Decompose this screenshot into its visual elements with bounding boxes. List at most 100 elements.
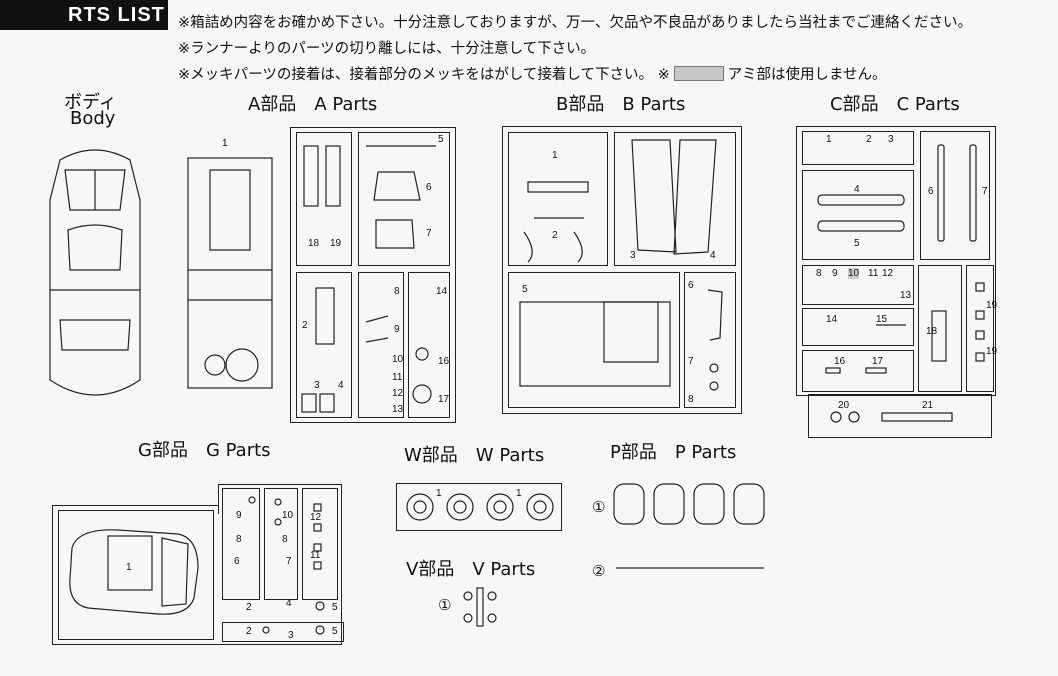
g-label-12: 12 — [310, 512, 322, 523]
g-label-4: 4 — [286, 598, 292, 609]
instructions-notes: ※箱詰め内容をお確かめ下さい。十分注意しておりますが、万一、欠品や不良品がありま… — [178, 10, 972, 88]
g-runner-col1 — [222, 488, 260, 600]
a-label-1: 1 — [222, 138, 228, 149]
parts-list-badge: RTS LIST — [0, 0, 168, 30]
c-label-2: 2 — [866, 134, 872, 145]
b-label-2: 2 — [552, 230, 558, 241]
c-label-19b: 19 — [986, 346, 998, 357]
w-label-1b: 1 — [516, 488, 522, 499]
c-label-7: 7 — [982, 186, 988, 197]
a-label-11: 11 — [392, 372, 403, 383]
a-label-18: 18 — [308, 238, 320, 249]
w-parts-title: W部品 W Parts — [404, 445, 545, 466]
a-label-12: 12 — [392, 388, 404, 399]
a-label-7: 7 — [426, 228, 432, 239]
c-label-15: 15 — [876, 314, 888, 325]
c-runner-mid — [918, 265, 962, 392]
g-label-5b: 5 — [332, 626, 338, 637]
g-label-3: 3 — [288, 630, 294, 641]
b-parts-drawing — [519, 139, 723, 391]
a-label-16: 16 — [438, 356, 450, 367]
g-parts-drawing — [69, 496, 325, 635]
c-runner-frame — [796, 126, 996, 396]
a-label-6: 6 — [426, 182, 432, 193]
note-2: ※ランナーよりのパーツの切り離しには、十分注意して下さい。 — [178, 41, 596, 57]
w-label-1a: 1 — [436, 488, 442, 499]
g-label-11: 11 — [310, 550, 321, 561]
a-label-19: 19 — [330, 238, 342, 249]
c-label-16: 16 — [834, 356, 846, 367]
g-runner-bottom — [222, 622, 344, 642]
body-title-en: Body — [70, 108, 116, 129]
c-label-21: 21 — [922, 400, 934, 411]
c-label-1: 1 — [826, 134, 832, 145]
v-label-1: ① — [438, 596, 452, 614]
g-label-2a: 2 — [246, 602, 252, 613]
g-runner-col2 — [264, 488, 298, 600]
a-runner-bottom-left — [296, 272, 352, 418]
c-runner-r5 — [802, 350, 914, 392]
c-label-13: 13 — [900, 290, 912, 301]
b-label-5: 5 — [522, 284, 528, 295]
w-runner-frame — [396, 483, 562, 531]
c-label-4: 4 — [854, 184, 860, 195]
w-wheels-drawing — [406, 493, 554, 521]
badge-text: RTS LIST — [68, 3, 165, 26]
note-1: ※箱詰め内容をお確かめ下さい。十分注意しておりますが、万一、欠品や不良品がありま… — [178, 15, 972, 31]
c-label-3: 3 — [888, 134, 894, 145]
c-runner-right — [920, 131, 990, 260]
a-runner-bottom-right — [408, 272, 450, 418]
a-label-5: 5 — [438, 134, 444, 145]
g-label-10: 10 — [282, 510, 294, 521]
c-runner-bottom-tab — [808, 394, 992, 438]
note-3-text: ※メッキパーツの接着は、接着部分のメッキをはがして接着して下さい。 ※ — [178, 67, 670, 83]
b-runner-bottom-right — [684, 272, 736, 408]
c-runner-r4 — [802, 308, 914, 346]
b-label-7: 7 — [688, 356, 694, 367]
b-label-6: 6 — [688, 280, 694, 291]
c-label-6: 6 — [928, 186, 934, 197]
g-label-2b: 2 — [246, 626, 252, 637]
c-label-14: 14 — [826, 314, 838, 325]
a-runner-left — [296, 132, 352, 266]
a-label-10: 10 — [392, 354, 404, 365]
b-runner-frame — [502, 126, 742, 414]
note-3: ※メッキパーツの接着は、接着部分のメッキをはがして接着して下さい。 ※ アミ部は使… — [178, 62, 972, 88]
c-label-20: 20 — [838, 400, 850, 411]
g-label-6: 6 — [234, 556, 240, 567]
g-label-7: 7 — [286, 556, 292, 567]
c-runner-r2 — [802, 170, 914, 260]
c-runner-r3 — [802, 265, 914, 305]
v-parts-drawing — [463, 587, 497, 627]
a-label-9: 9 — [394, 324, 400, 335]
c-label-5: 5 — [854, 238, 860, 249]
b-label-1: 1 — [552, 150, 558, 161]
a-label-3: 3 — [314, 380, 320, 391]
p-parts-title: P部品 P Parts — [610, 442, 737, 463]
a-runner-right-top — [358, 132, 450, 266]
c-parts-drawing — [817, 144, 985, 423]
v-parts-title: V部品 V Parts — [406, 559, 536, 580]
p-label-2: ② — [592, 562, 606, 580]
a-label-13: 13 — [392, 404, 404, 415]
g-label-8a: 8 — [236, 534, 242, 545]
b-runner-top-right — [614, 132, 736, 266]
a-runner-frame — [290, 127, 456, 423]
mesh-swatch-icon — [673, 66, 724, 81]
a-label-14: 14 — [436, 286, 448, 297]
c-label-19a: 19 — [986, 300, 998, 311]
g-runner-frame — [52, 505, 342, 645]
g-label-8b: 8 — [282, 534, 288, 545]
g-parts-title: G部品 G Parts — [138, 440, 271, 461]
a-chassis-drawing: 1 — [187, 138, 273, 389]
c-label-17: 17 — [872, 356, 884, 367]
a-label-17: 17 — [438, 394, 450, 405]
c-label-11: 11 — [868, 268, 879, 279]
body-title-jp: ボディ — [64, 92, 117, 113]
c-runner-r1 — [802, 131, 914, 165]
note-3-tail: アミ部は使用しません。 — [727, 67, 887, 83]
car-body-drawing — [49, 149, 141, 396]
c-label-8: 8 — [816, 268, 822, 279]
b-label-3: 3 — [630, 250, 636, 261]
g-label-5a: 5 — [332, 602, 338, 613]
